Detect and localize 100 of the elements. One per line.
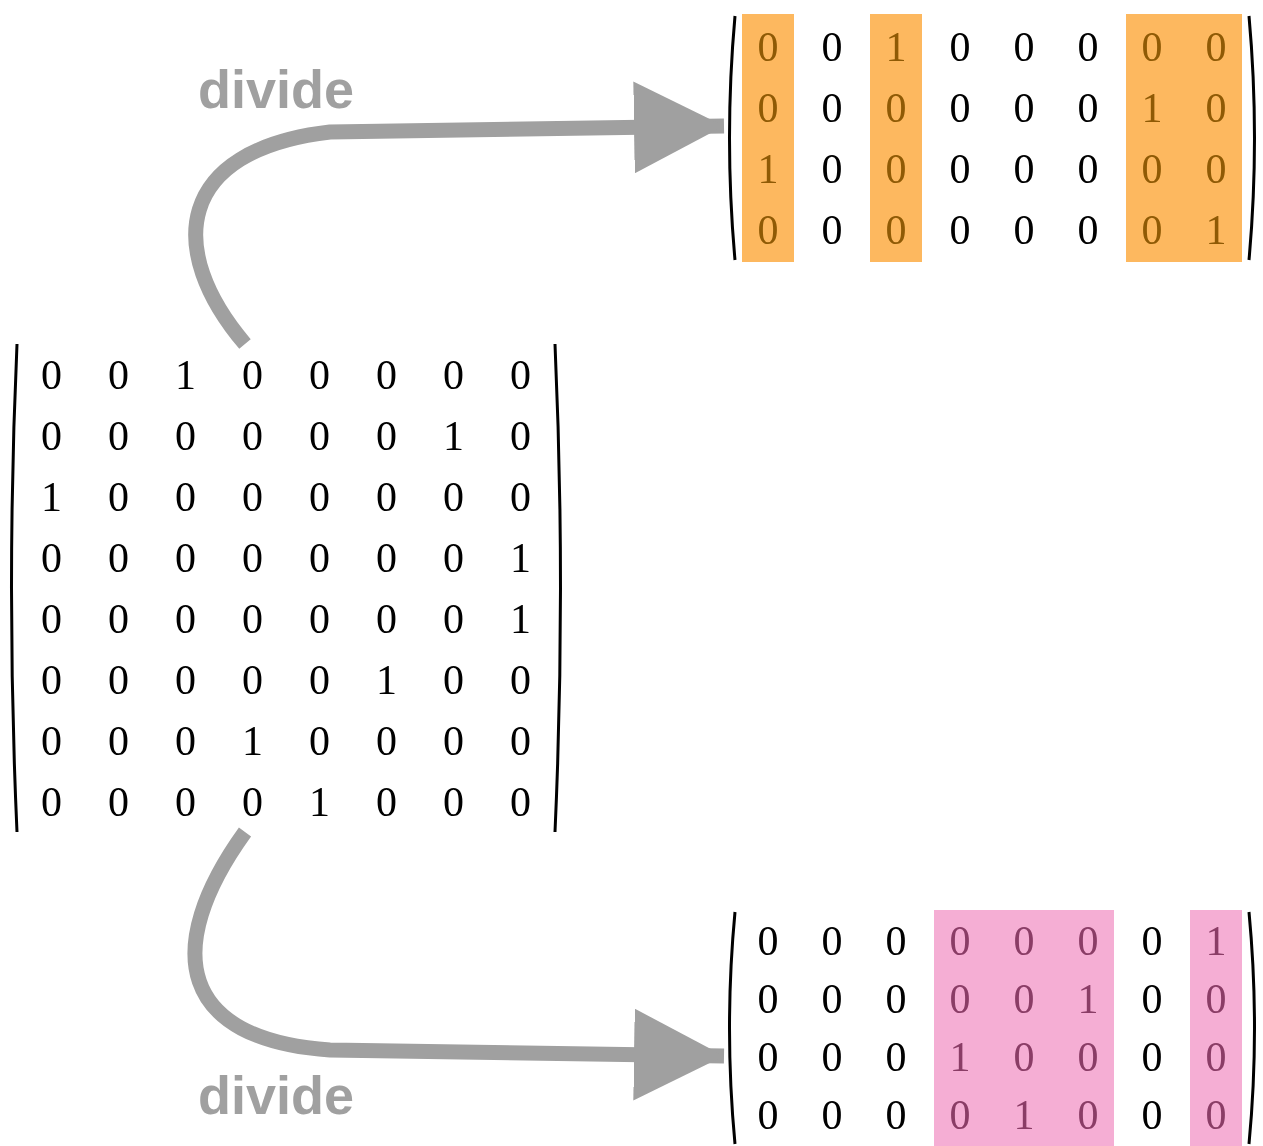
matrix-entry: 0 <box>1013 208 1035 251</box>
matrix-entry: 0 <box>1141 920 1163 962</box>
matrix-entry: 0 <box>443 597 464 640</box>
matrix-entry: 0 <box>443 475 464 518</box>
matrix-entry: 0 <box>309 719 330 762</box>
matrix-entry: 0 <box>510 719 531 762</box>
matrix-entry: 1 <box>1205 920 1227 962</box>
matrix-entry: 0 <box>175 597 196 640</box>
matrix-entry: 0 <box>108 658 129 701</box>
matrix-entry: 0 <box>1077 1036 1099 1078</box>
matrix-entry: 0 <box>885 147 907 190</box>
matrix-entry: 1 <box>949 1036 971 1078</box>
matrix-entry: 0 <box>1141 1094 1163 1136</box>
matrix-entry: 0 <box>242 536 263 579</box>
matrix-entry: 0 <box>757 978 779 1020</box>
matrix-entry: 0 <box>175 475 196 518</box>
matrix-entry: 0 <box>41 780 62 823</box>
matrix-entry: 0 <box>885 920 907 962</box>
matrix-entry: 0 <box>376 719 397 762</box>
matrix-entry: 0 <box>443 536 464 579</box>
matrix-entry: 0 <box>309 658 330 701</box>
matrix-entry: 0 <box>510 353 531 396</box>
matrix-entry: 0 <box>175 719 196 762</box>
matrix-entry: 0 <box>175 658 196 701</box>
matrix-entry: 0 <box>108 719 129 762</box>
matrix-entry: 0 <box>1077 25 1099 68</box>
matrix-entry: 0 <box>41 597 62 640</box>
matrix-entry: 1 <box>376 658 397 701</box>
matrix-entry: 0 <box>309 353 330 396</box>
matrix-entry: 0 <box>1077 147 1099 190</box>
matrix-entry: 0 <box>949 978 971 1020</box>
matrix-entry: 0 <box>949 920 971 962</box>
matrix-entry: 0 <box>1205 147 1227 190</box>
matrix-entry: 1 <box>1141 86 1163 129</box>
matrix-entry: 0 <box>1141 978 1163 1020</box>
matrix-entry: 1 <box>443 414 464 457</box>
matrix-entry: 0 <box>376 597 397 640</box>
matrix-entry: 0 <box>757 920 779 962</box>
matrix-entry: 1 <box>757 147 779 190</box>
matrix-entry: 0 <box>510 780 531 823</box>
matrix-entry: 0 <box>1013 1036 1035 1078</box>
matrix-entry: 0 <box>108 414 129 457</box>
matrix-entry: 0 <box>242 353 263 396</box>
matrix-entry: 0 <box>821 208 843 251</box>
matrix-entry: 0 <box>1013 86 1035 129</box>
matrix-entry: 0 <box>821 147 843 190</box>
matrix-entry: 1 <box>1077 978 1099 1020</box>
matrix-entry: 0 <box>376 536 397 579</box>
matrix-entry: 0 <box>1141 208 1163 251</box>
matrix-entry: 0 <box>1077 920 1099 962</box>
matrix-entry: 0 <box>1205 86 1227 129</box>
matrix-entry: 1 <box>885 25 907 68</box>
matrix-entry: 0 <box>41 353 62 396</box>
matrix-entry: 0 <box>376 780 397 823</box>
matrix-entry: 0 <box>108 353 129 396</box>
matrix-entry: 0 <box>885 1036 907 1078</box>
matrix-entry: 0 <box>242 475 263 518</box>
matrix-entry: 0 <box>309 536 330 579</box>
matrix-entry: 0 <box>1205 1094 1227 1136</box>
matrix-entry: 0 <box>376 414 397 457</box>
matrix-entry: 0 <box>376 353 397 396</box>
matrix-entry: 1 <box>175 353 196 396</box>
matrix-entry: 0 <box>885 978 907 1020</box>
matrix-entry: 1 <box>1013 1094 1035 1136</box>
matrix-entry: 0 <box>885 208 907 251</box>
matrix-entry: 0 <box>885 1094 907 1136</box>
matrix-entry: 0 <box>1141 1036 1163 1078</box>
matrix-entry: 0 <box>309 414 330 457</box>
matrix-entry: 0 <box>41 536 62 579</box>
matrix-entry: 0 <box>1077 86 1099 129</box>
matrix-entry: 0 <box>309 597 330 640</box>
matrix-entry: 0 <box>175 536 196 579</box>
matrix-entry: 0 <box>1077 1094 1099 1136</box>
matrix-entry: 0 <box>443 353 464 396</box>
matrix-entry: 0 <box>510 414 531 457</box>
matrix-entry: 0 <box>821 25 843 68</box>
matrix-entry: 0 <box>821 86 843 129</box>
matrix-entry: 1 <box>510 536 531 579</box>
matrix-entry: 1 <box>1205 208 1227 251</box>
matrix-entry: 0 <box>885 86 907 129</box>
matrix-entry: 1 <box>510 597 531 640</box>
matrix-entry: 0 <box>443 719 464 762</box>
matrix-entry: 0 <box>175 780 196 823</box>
matrix-entry: 0 <box>175 414 196 457</box>
matrix-entry: 1 <box>41 475 62 518</box>
matrix-entry: 0 <box>757 25 779 68</box>
matrix-entry: 0 <box>242 780 263 823</box>
matrix-entry: 0 <box>443 658 464 701</box>
matrix-entry: 0 <box>242 658 263 701</box>
matrix-entry: 0 <box>1141 147 1163 190</box>
matrix-entry: 0 <box>1013 978 1035 1020</box>
matrix-entry: 0 <box>510 658 531 701</box>
matrix-entry: 0 <box>1013 920 1035 962</box>
matrix-entry: 1 <box>309 780 330 823</box>
matrix-entry: 0 <box>1205 1036 1227 1078</box>
matrix-entry: 0 <box>949 25 971 68</box>
matrix-entry: 1 <box>242 719 263 762</box>
matrix-entry: 0 <box>41 414 62 457</box>
matrix-entry: 0 <box>757 86 779 129</box>
matrix-entry: 0 <box>1013 25 1035 68</box>
